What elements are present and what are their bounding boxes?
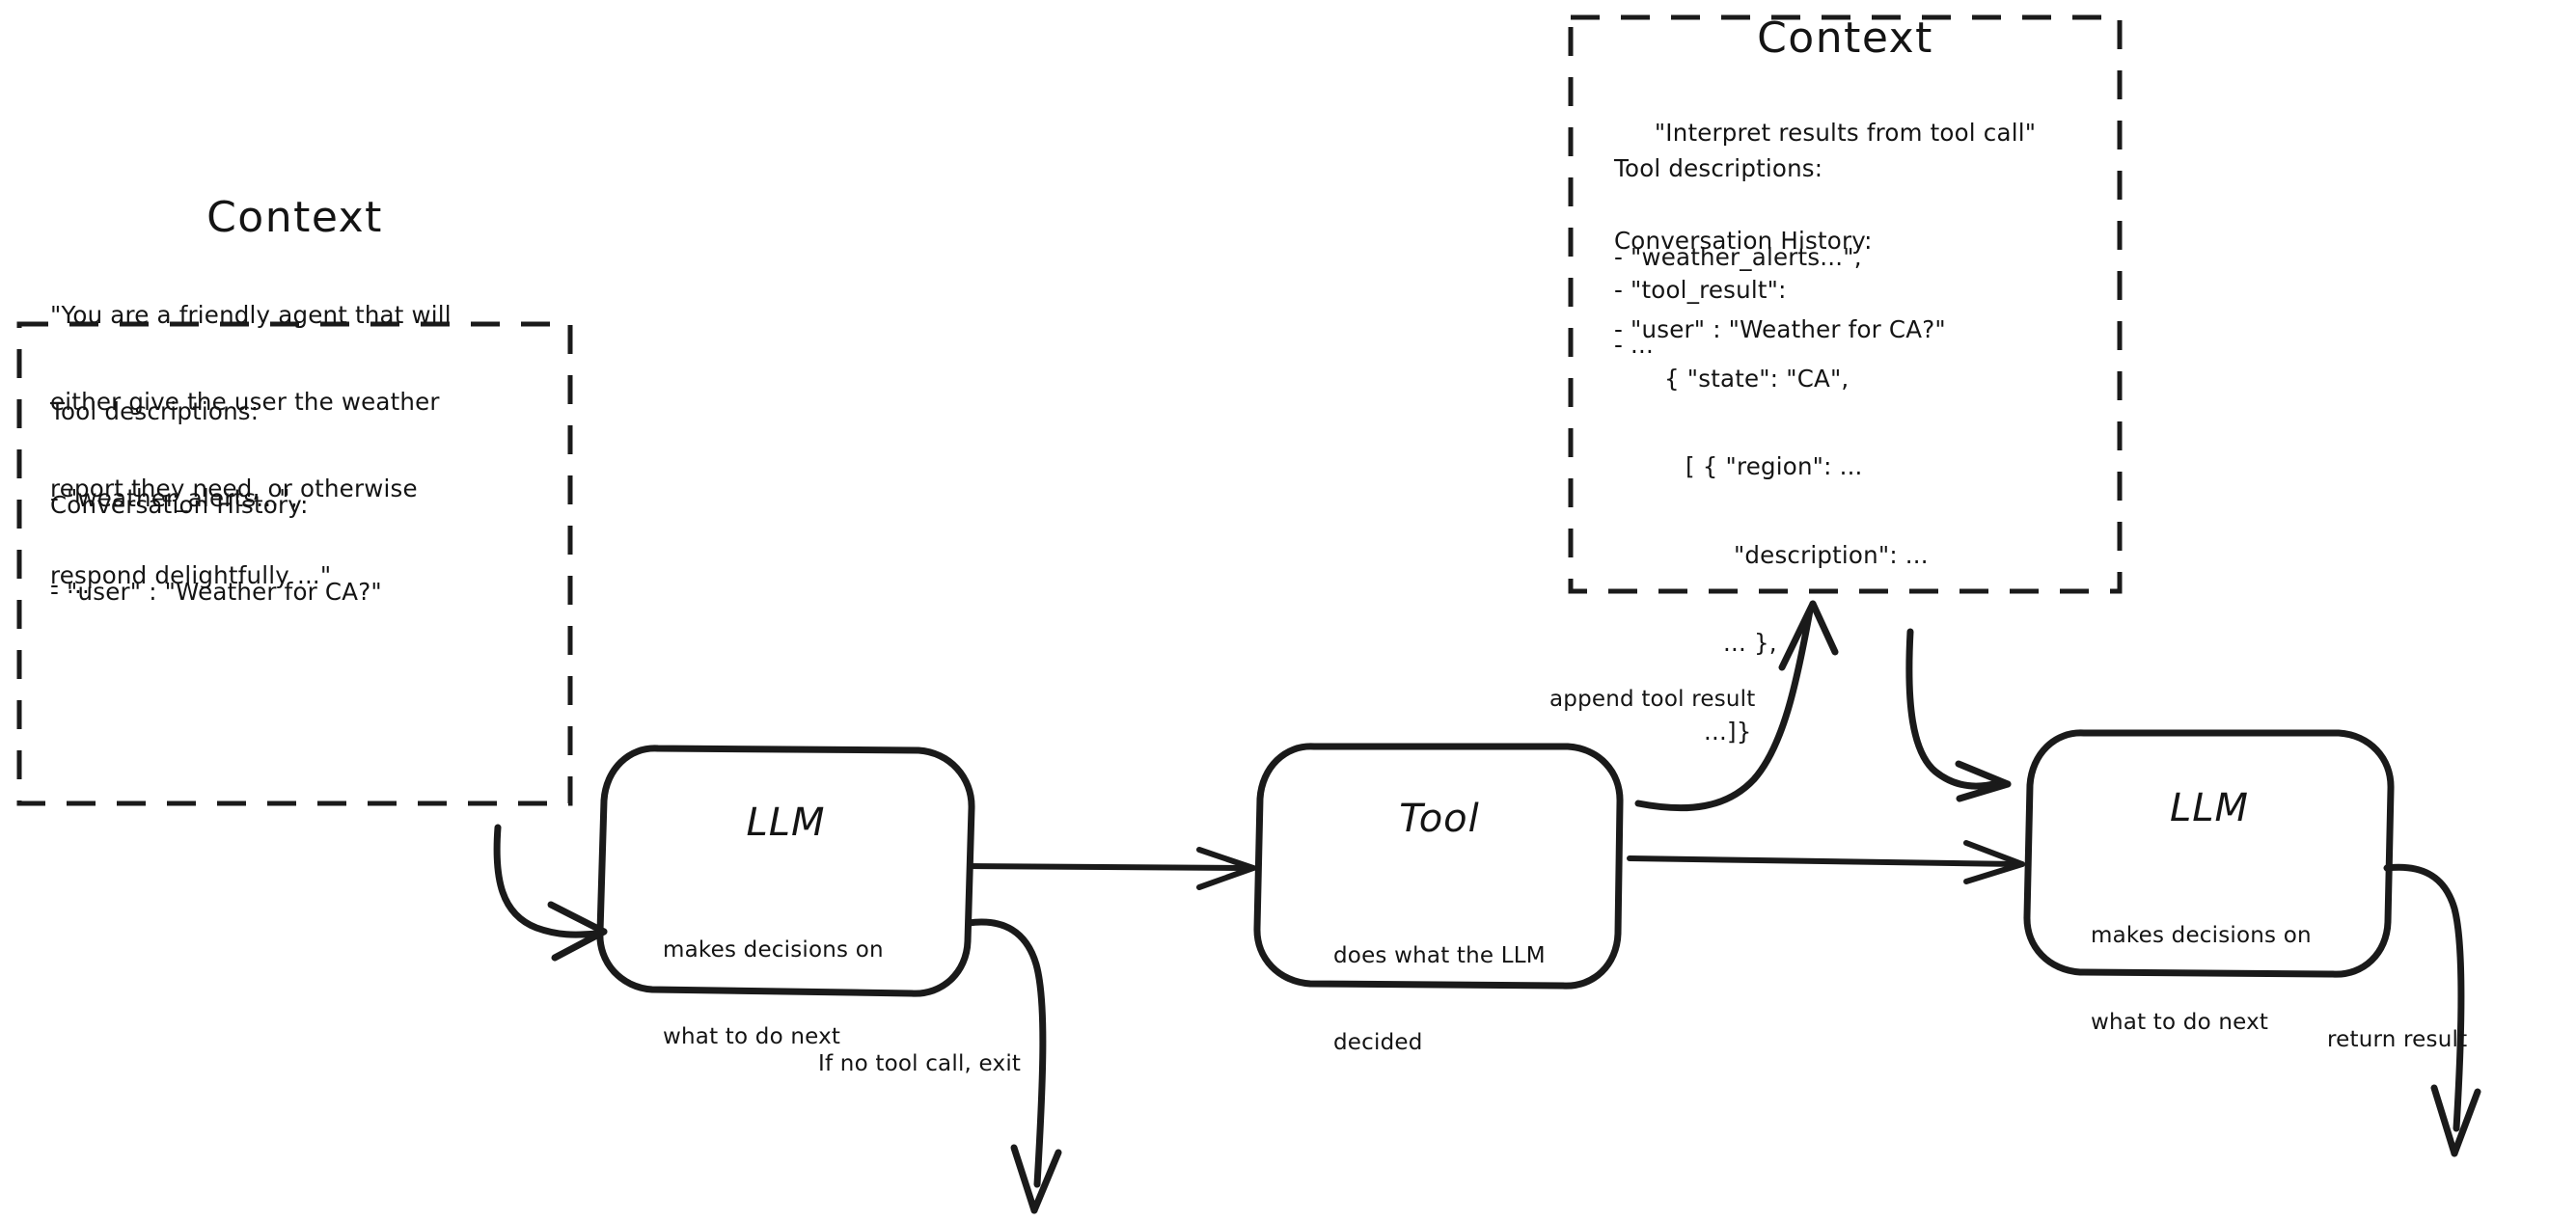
context-left-prompt-line-1: "You are a friendly agent that will <box>50 301 452 329</box>
context-left-prompt-line-2: either give the user the weather <box>50 388 440 416</box>
tool-box[interactable] <box>1253 743 1624 990</box>
tool-subtitle-line-1: does what the LLM <box>1333 943 1546 968</box>
edge-label-if-no-tool-call-exit: If no tool call, exit <box>818 1051 1022 1076</box>
arrow-context-right-to-llm <box>1905 628 2012 802</box>
context-right-heading: Context <box>1757 14 1933 63</box>
arrow-tool-to-llm <box>1627 840 2025 884</box>
llm-first-subtitle: makes decisions on what to do next <box>663 878 972 1109</box>
tool-subtitle: does what the LLM decided <box>1333 883 1623 1115</box>
context-right-tool-desc-item-2: - ... <box>1614 331 1654 359</box>
context-left-conversation-heading: Conversation History: <box>50 491 309 519</box>
context-right-tool-desc-item-1: - "weather_alerts...", <box>1614 242 1862 271</box>
context-right-tool-result: - "tool_result": { "state": "CA", [ { "r… <box>1614 217 2116 805</box>
arrow-if-no-tool-call-exit <box>965 918 1062 1214</box>
llm-first-subtitle-line-1: makes decisions on <box>663 937 884 963</box>
context-right-tool-result-line-2: [ { "region": ... <box>1685 452 1863 480</box>
context-left-system-prompt: "You are a friendly agent that will eith… <box>50 243 552 648</box>
arrow-return-result <box>2383 863 2481 1157</box>
context-right-system-prompt: "Interpret results from tool call" <box>1571 60 2120 207</box>
context-right-tool-result-line-3: "description": ... <box>1711 540 1929 569</box>
context-left-tool-descriptions: Tool descriptions: - "weather_alerts..."… <box>50 339 552 658</box>
context-right-prompt-line-1: "Interpret results from tool call" <box>1654 119 2037 147</box>
llm-second-box[interactable] <box>2023 729 2395 978</box>
arrow-context-left-to-llm <box>493 824 608 962</box>
context-left-prompt-line-3: report they need, or otherwise <box>50 475 418 502</box>
context-right-tool-desc-heading: Tool descriptions: <box>1614 154 1823 182</box>
llm-first-box[interactable] <box>596 745 975 997</box>
context-left-border <box>16 321 573 806</box>
context-right-conversation: Conversation History: - "user" : "Weathe… <box>1614 168 2116 403</box>
llm-second-subtitle-line-1: makes decisions on <box>2091 923 2312 948</box>
context-left-conversation: Conversation History: - "user" : "Weathe… <box>50 433 552 665</box>
context-right-conversation-heading: Conversation History: <box>1614 227 1873 255</box>
tool-title: Tool <box>1399 797 1480 841</box>
arrow-llm-to-tool <box>967 847 1256 890</box>
context-left-tool-desc-heading: Tool descriptions: <box>50 397 260 425</box>
context-right-border <box>1568 14 2123 594</box>
context-right-conversation-item-1: - "user" : "Weather for CA?" <box>1614 314 1946 343</box>
context-left-conversation-item-1: - "user" : "Weather for CA?" <box>50 578 382 606</box>
context-left-heading: Context <box>206 193 383 242</box>
edge-label-append-tool-result: append tool result <box>1549 687 1756 712</box>
context-left-tool-desc-item-1: - "weather_alerts...", <box>50 484 298 512</box>
llm-first-subtitle-line-2: what to do next <box>663 1024 841 1049</box>
llm-second-title: LLM <box>2169 786 2250 830</box>
context-right-tool-descriptions: Tool descriptions: - "weather_alerts..."… <box>1614 95 2116 420</box>
context-right-tool-result-line-4: ... }, <box>1723 629 1777 657</box>
llm-second-subtitle-line-2: what to do next <box>2091 1010 2269 1035</box>
context-right-tool-result-heading: - "tool_result": <box>1614 276 1787 304</box>
llm-second-subtitle: makes decisions on what to do next <box>2091 863 2399 1095</box>
edge-label-return-result: return result <box>2327 1027 2468 1052</box>
llm-first-title: LLM <box>746 800 826 845</box>
context-right-tool-result-line-5: ...]} <box>1704 717 1752 746</box>
context-left-tool-desc-item-2: - ... <box>50 571 90 599</box>
tool-subtitle-line-2: decided <box>1333 1030 1423 1055</box>
context-left-prompt-line-4: respond delightfully ..." <box>50 561 332 589</box>
context-right-tool-result-line-1: { "state": "CA", <box>1664 364 1850 393</box>
arrow-append-tool-result <box>1634 600 1839 812</box>
